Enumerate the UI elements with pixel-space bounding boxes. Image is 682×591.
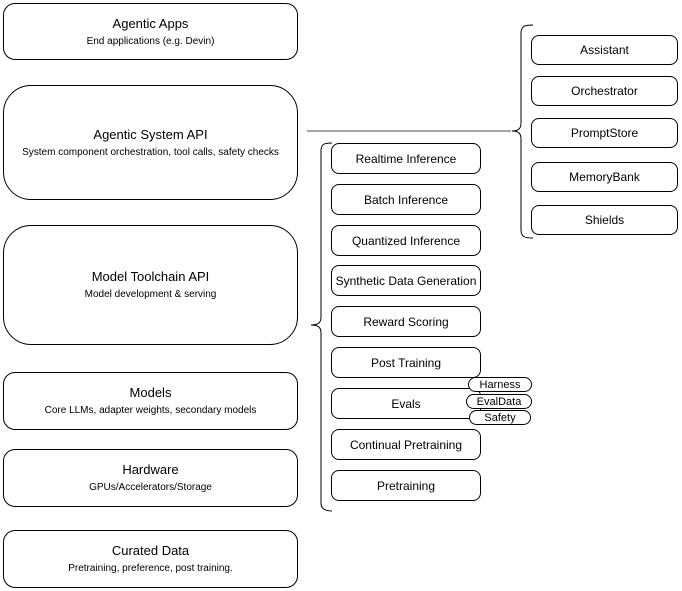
box-models-title: Models <box>129 385 172 400</box>
box-model-toolchain-api-subtitle: Model development & serving <box>84 289 217 300</box>
pill-eval-harness: Harness <box>468 377 532 392</box>
node-memorybank: MemoryBank <box>531 162 678 192</box>
box-curated-data: Curated Data Pretraining, preference, po… <box>3 530 298 588</box>
box-hardware-title: Hardware <box>122 462 179 477</box>
box-agentic-system-api: Agentic System API System component orch… <box>3 85 298 200</box>
box-model-toolchain-api-title: Model Toolchain API <box>91 269 210 284</box>
node-realtime-inference: Realtime Inference <box>331 143 481 174</box>
node-assistant: Assistant <box>531 35 678 65</box>
node-quantized-inference: Quantized Inference <box>331 225 481 256</box>
node-pretraining: Pretraining <box>331 470 481 501</box>
node-orchestrator: Orchestrator <box>531 76 678 106</box>
node-shields: Shields <box>531 205 678 235</box>
box-agentic-system-api-subtitle: System component orchestration, tool cal… <box>22 146 279 158</box>
box-agentic-system-api-title: Agentic System API <box>93 126 208 142</box>
node-promptstore: PromptStore <box>531 118 678 148</box>
node-continual-pretraining: Continual Pretraining <box>331 429 481 460</box>
box-model-toolchain-api: Model Toolchain API Model development & … <box>3 225 298 345</box>
node-post-training: Post Training <box>331 347 481 378</box>
box-hardware-subtitle: GPUs/Accelerators/Storage <box>89 482 212 493</box>
pill-eval-safety: Safety <box>469 410 531 425</box>
box-agentic-apps: Agentic Apps End applications (e.g. Devi… <box>3 3 298 60</box>
box-curated-data-title: Curated Data <box>111 543 190 558</box>
agentic-components-brace <box>511 24 534 239</box>
box-models-subtitle: Core LLMs, adapter weights, secondary mo… <box>44 405 257 416</box>
box-agentic-apps-subtitle: End applications (e.g. Devin) <box>86 35 215 47</box>
node-reward-scoring: Reward Scoring <box>331 306 481 337</box>
node-synthetic-data-generation: Synthetic Data Generation <box>331 265 481 296</box>
box-hardware: Hardware GPUs/Accelerators/Storage <box>3 449 298 507</box>
pill-eval-evaldata: EvalData <box>466 394 532 409</box>
box-models: Models Core LLMs, adapter weights, secon… <box>3 372 298 430</box>
box-agentic-apps-title: Agentic Apps <box>112 15 189 31</box>
toolchain-services-brace <box>310 142 333 512</box>
node-batch-inference: Batch Inference <box>331 184 481 215</box>
node-evals: Evals <box>331 388 481 419</box>
box-curated-data-subtitle: Pretraining, preference, post training. <box>68 563 233 574</box>
